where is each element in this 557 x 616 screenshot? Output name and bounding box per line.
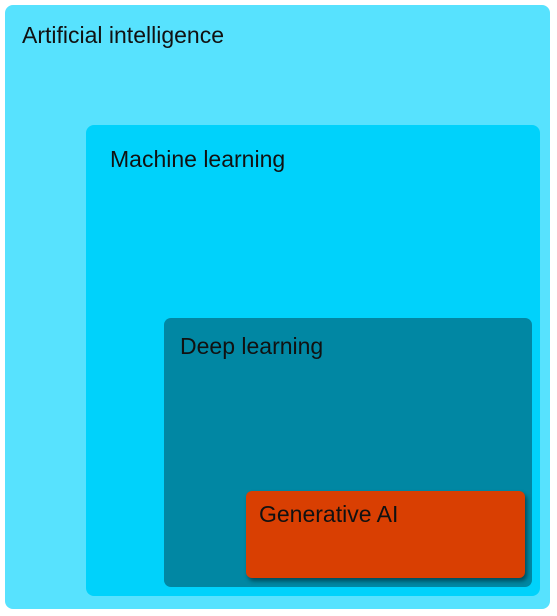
deep-learning-box: Deep learning Generative AI xyxy=(164,318,532,587)
generative-ai-box: Generative AI xyxy=(246,491,525,578)
artificial-intelligence-box: Artificial intelligence Machine learning… xyxy=(5,5,550,609)
deep-learning-label: Deep learning xyxy=(180,333,324,359)
machine-learning-box: Machine learning Deep learning Generativ… xyxy=(86,125,540,596)
generative-ai-label: Generative AI xyxy=(259,501,399,527)
machine-learning-label: Machine learning xyxy=(110,146,286,172)
artificial-intelligence-label: Artificial intelligence xyxy=(22,22,224,48)
